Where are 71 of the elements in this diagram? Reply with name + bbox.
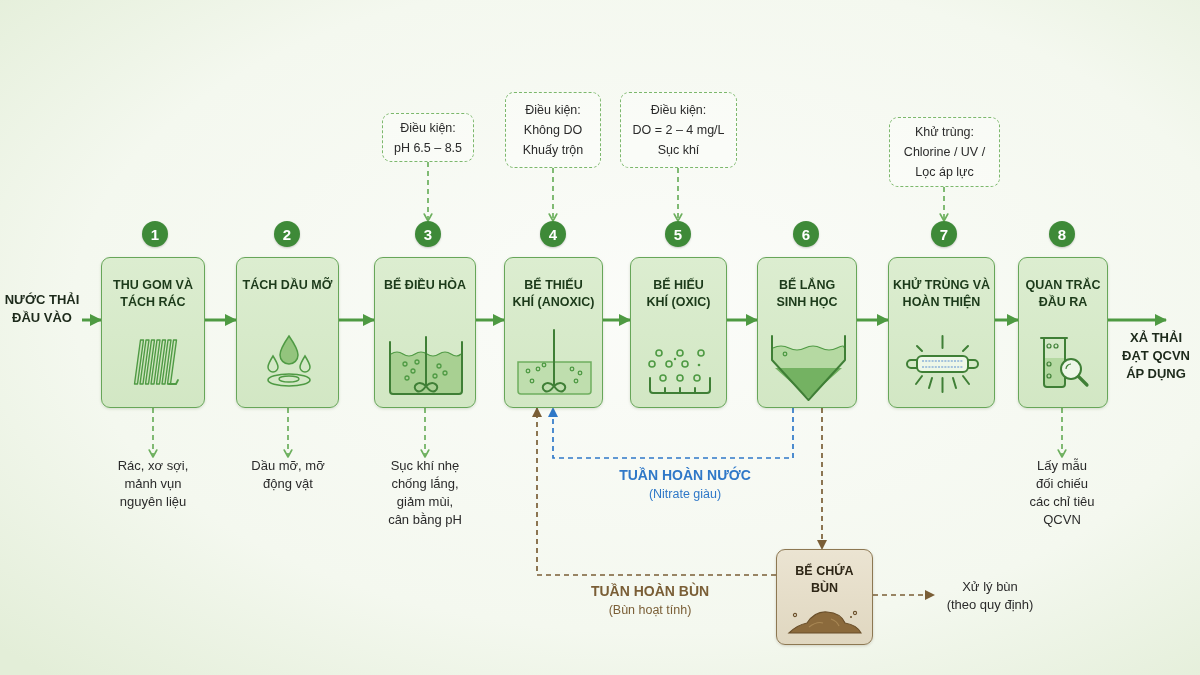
process-title: TÁCH DẦU MỠ — [242, 277, 333, 294]
dashed-arrow — [532, 407, 777, 576]
process-title: BỂ ĐIỀU HÒA — [384, 277, 466, 294]
dashed-arrow — [283, 407, 293, 458]
process-box — [630, 257, 727, 408]
condition-box — [505, 92, 601, 168]
step-number: 6 — [793, 221, 819, 247]
edge-label: TUẦN HOÀN BÙN (Bùn hoạt tính) — [589, 582, 711, 619]
step-number: 7 — [931, 221, 957, 247]
flow-arrow — [727, 314, 758, 326]
step-number: 5 — [665, 221, 691, 247]
condition-heading: Điều kiện: — [400, 119, 456, 137]
outlet-label: XẢ THẢI ĐẠT QCVN ÁP DỤNG — [1120, 329, 1192, 383]
step-number: 4 — [540, 221, 566, 247]
flow-arrow — [1108, 314, 1167, 326]
dashed-arrow — [548, 407, 794, 459]
condition-text: DO = 2 – 4 mg/L — [632, 122, 725, 139]
condition-heading: Khử trùng: — [914, 124, 975, 141]
dashed-arrow — [939, 186, 949, 222]
condition-text: Khuấy trộn — [522, 142, 584, 159]
dashed-arrow — [817, 407, 827, 550]
flow-arrow — [995, 314, 1019, 326]
process-title: KHỬ TRÙNG VÀ HOÀN THIỆN — [891, 277, 992, 311]
process-title: BỂ THIẾU KHÍ (ANOXIC) — [511, 277, 596, 311]
process-title: BỂ CHỨA BÙN — [794, 563, 855, 597]
output-note: (theo quy định) — [945, 596, 1035, 614]
flow-arrow — [476, 314, 505, 326]
output-note: Xử lý bùn — [961, 578, 1019, 596]
inlet-label: NƯỚC THẢI ĐẦU VÀO — [2, 291, 82, 327]
step-number: 3 — [415, 221, 441, 247]
condition-box — [382, 113, 474, 162]
process-box — [504, 257, 603, 408]
process-title: BỂ LẮNG SINH HỌC — [775, 277, 839, 311]
condition-heading: Điều kiện: — [650, 102, 707, 119]
process-title: QUAN TRẮC ĐẦU RA — [1024, 277, 1102, 311]
dashed-arrow — [420, 407, 430, 458]
flow-arrow — [603, 314, 631, 326]
dashed-arrow — [148, 407, 158, 458]
dashed-arrow — [423, 161, 433, 222]
output-note: Lấy mẫu đối chiếu các chỉ tiêu QCVN — [1028, 457, 1096, 529]
flow-arrow — [82, 314, 102, 326]
process-box — [888, 257, 995, 408]
condition-heading: Điều kiện: — [525, 102, 581, 119]
condition-box — [620, 92, 737, 168]
flow-arrow — [857, 314, 889, 326]
output-note: Sục khí nhẹ chống lắng, giảm mùi, cân bằng pH — [387, 457, 463, 529]
condition-text: Sục khí — [657, 142, 700, 159]
condition-text: Chlorine / UV / Lọc áp lực — [902, 144, 987, 181]
flow-arrow — [205, 314, 237, 326]
step-number: 1 — [142, 221, 168, 247]
output-note: Rác, xơ sợi, mảnh vụn nguyên liệu — [111, 457, 195, 511]
edge-label: TUẦN HOÀN NƯỚC (Nitrate giàu) — [618, 466, 752, 503]
dashed-arrow — [1057, 407, 1067, 458]
step-number: 2 — [274, 221, 300, 247]
step-number: 8 — [1049, 221, 1075, 247]
condition-box — [889, 117, 1000, 187]
process-box — [374, 257, 476, 408]
process-title: THU GOM VÀ TÁCH RÁC — [112, 277, 194, 311]
sludge-tank-box — [776, 549, 873, 645]
process-box — [757, 257, 857, 408]
process-box — [236, 257, 339, 408]
process-box — [101, 257, 205, 408]
condition-text: Không DO — [523, 122, 583, 139]
flow-arrow — [339, 314, 375, 326]
output-note: Dầu mỡ, mỡ động vật — [248, 457, 328, 493]
condition-text: pH 6.5 – 8.5 — [393, 139, 463, 157]
process-title: BỂ HIẾU KHÍ (OXIC) — [645, 277, 712, 311]
dashed-arrow — [673, 167, 683, 222]
dashed-arrow — [548, 167, 558, 222]
process-box — [1018, 257, 1108, 408]
dashed-arrow — [872, 590, 935, 600]
